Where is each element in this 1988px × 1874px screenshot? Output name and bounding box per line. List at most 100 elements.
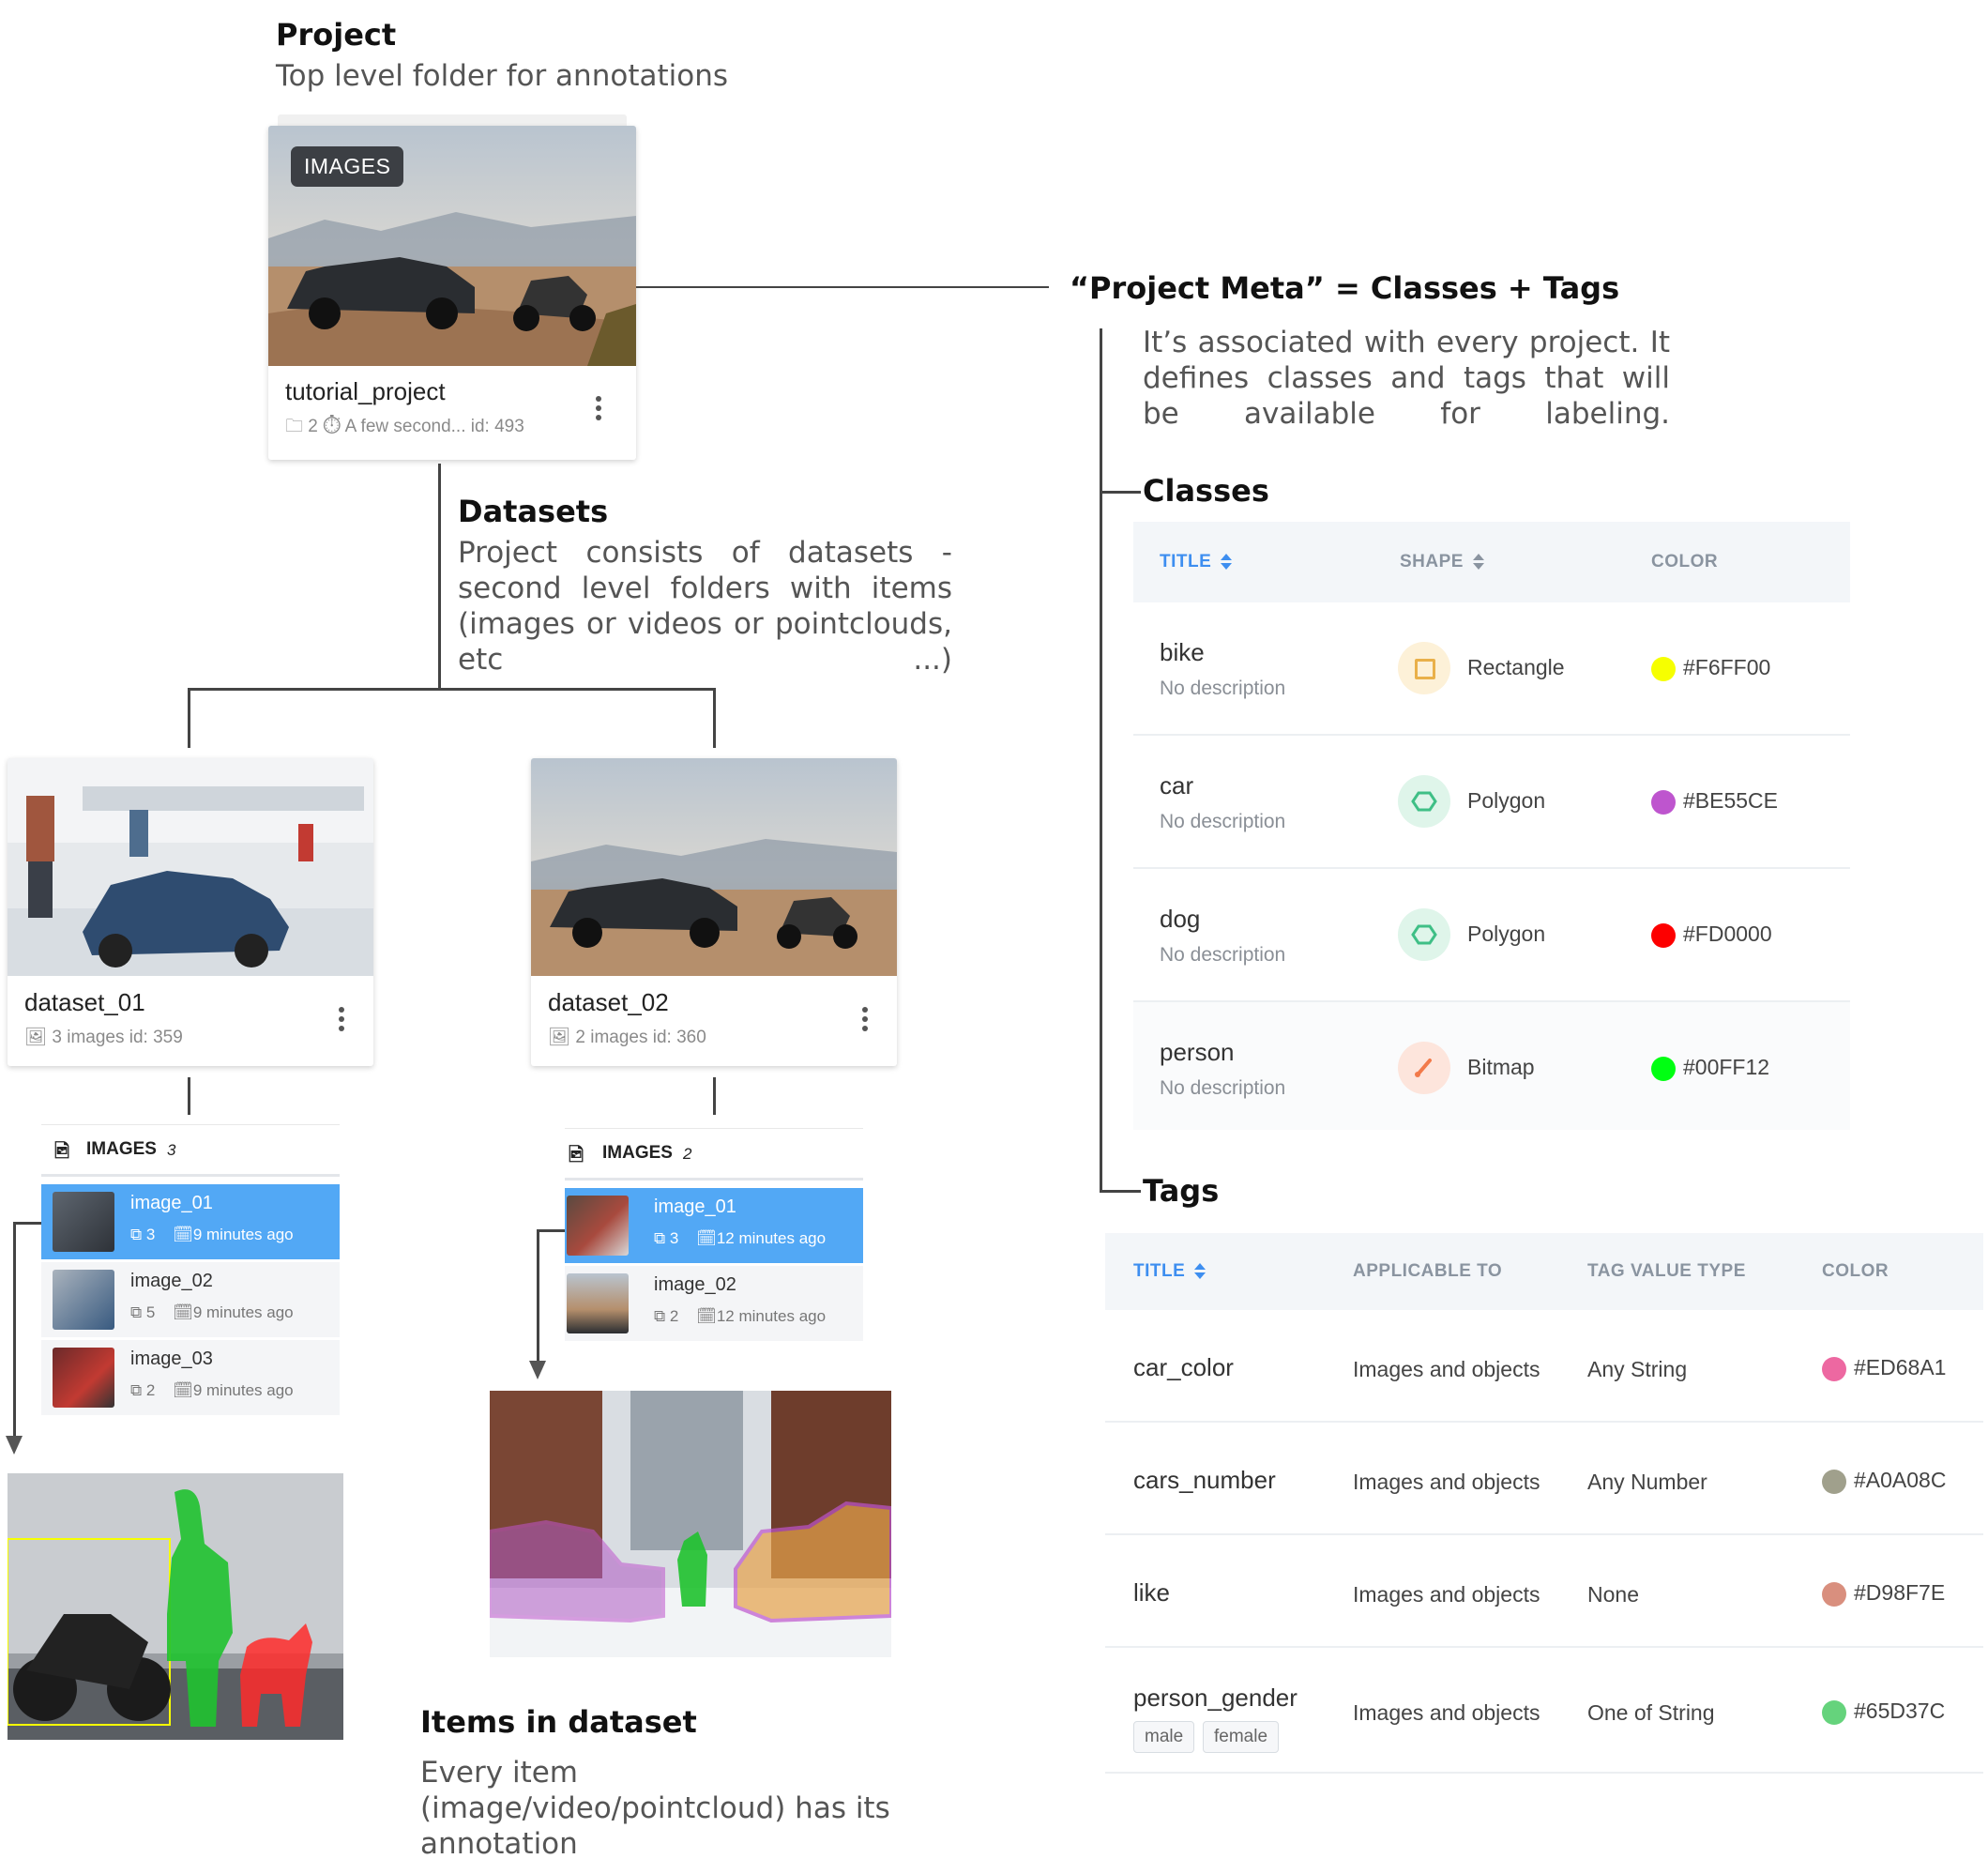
- images-list: 🖻 IMAGES 3 image_01 ⧉ 3 🗓9 minutes ago i…: [41, 1124, 340, 1417]
- column-header-applicable: APPLICABLE TO: [1353, 1261, 1503, 1281]
- datasets-heading: Datasets: [458, 494, 609, 529]
- connector-line: [537, 1229, 539, 1361]
- column-header-shape[interactable]: SHAPE: [1400, 552, 1484, 572]
- table-row[interactable]: cars_number Images and objects Any Numbe…: [1105, 1423, 1983, 1535]
- images-list-header: 🖻 IMAGES 2: [565, 1128, 863, 1181]
- table-row[interactable]: person_gender male female Images and obj…: [1105, 1648, 1983, 1774]
- dataset-thumbnail: [531, 758, 897, 976]
- color-hex: #BE55CE: [1683, 788, 1779, 813]
- table-row[interactable]: dog No description Polygon #FD0000: [1133, 869, 1850, 1002]
- column-header-title[interactable]: TITLE: [1133, 1261, 1206, 1282]
- project-name[interactable]: tutorial_project: [285, 377, 446, 405]
- tag-color: #D98F7E: [1822, 1580, 1945, 1607]
- images-folder-icon: 🖻: [54, 1141, 70, 1162]
- datasets-description: Project consists of datasets - second le…: [458, 536, 952, 677]
- class-color: #00FF12: [1651, 1055, 1769, 1081]
- color-hex: #D98F7E: [1854, 1580, 1946, 1605]
- dataset-name[interactable]: dataset_02: [548, 988, 669, 1016]
- list-item[interactable]: image_01 ⧉ 3 🗓12 minutes ago: [565, 1188, 863, 1263]
- table-row[interactable]: car No description Polygon #BE55CE: [1133, 736, 1850, 869]
- table-row[interactable]: car_color Images and objects Any String …: [1105, 1310, 1983, 1423]
- image-time: 9 minutes ago: [192, 1226, 294, 1243]
- class-color: #BE55CE: [1651, 788, 1778, 815]
- dataset-card[interactable]: dataset_02 🖼 2 images id: 360: [531, 758, 897, 1066]
- connector-line: [1100, 1190, 1141, 1193]
- table-row[interactable]: like Images and objects None #D98F7E: [1105, 1535, 1983, 1648]
- list-item[interactable]: image_03 ⧉ 2 🗓9 minutes ago: [41, 1340, 340, 1415]
- tag-value-type: Any Number: [1587, 1470, 1707, 1494]
- connector-line: [713, 688, 716, 748]
- class-description: No description: [1160, 811, 1286, 832]
- tag-color: #A0A08C: [1822, 1468, 1946, 1494]
- project-meta: 🗀 2 ⏱ A few second... id: 493: [285, 417, 524, 436]
- color-swatch: [1651, 922, 1676, 948]
- dataset-name[interactable]: dataset_01: [24, 988, 145, 1016]
- class-description: No description: [1160, 944, 1286, 966]
- project-description: Top level folder for annotations: [276, 59, 728, 93]
- sort-icon[interactable]: [1472, 554, 1484, 571]
- sort-icon[interactable]: [1194, 1263, 1206, 1280]
- color-hex: #00FF12: [1683, 1055, 1770, 1079]
- tag-title: car_color: [1133, 1353, 1234, 1381]
- tag-value-type: None: [1587, 1582, 1639, 1607]
- color-hex: #65D37C: [1854, 1699, 1946, 1723]
- project-meta-description: It’s associated with every project. It d…: [1143, 326, 1670, 431]
- image-name: image_03: [130, 1348, 213, 1369]
- column-header-title[interactable]: TITLE: [1160, 552, 1233, 572]
- tag-applicable: Images and objects: [1353, 1700, 1540, 1725]
- color-swatch: [1651, 656, 1676, 681]
- classes-table-header: TITLE SHAPE COLOR: [1133, 522, 1850, 602]
- image-time: 12 minutes ago: [716, 1307, 827, 1325]
- image-thumbnail: [53, 1192, 114, 1252]
- table-row[interactable]: person No description Bitmap #00FF12: [1133, 1002, 1850, 1130]
- column-label: TITLE: [1160, 552, 1212, 571]
- tag-title: person_gender: [1133, 1684, 1298, 1712]
- color-swatch: [1822, 1699, 1846, 1725]
- project-type-badge: IMAGES: [291, 146, 404, 187]
- list-item[interactable]: image_02 ⧉ 5 🗓9 minutes ago: [41, 1262, 340, 1337]
- tag-title: cars_number: [1133, 1466, 1276, 1494]
- project-meta-heading: “Project Meta” = Classes + Tags: [1070, 270, 1620, 306]
- project-heading: Project: [276, 17, 397, 53]
- image-meta: ⧉ 3 🗓9 minutes ago: [130, 1226, 294, 1243]
- image-time: 9 minutes ago: [192, 1303, 294, 1321]
- tag-value-type: One of String: [1587, 1700, 1715, 1725]
- column-header-value-type: TAG VALUE TYPE: [1587, 1261, 1746, 1281]
- images-list-header: 🖻 IMAGES 3: [41, 1124, 340, 1177]
- color-hex: #ED68A1: [1854, 1355, 1947, 1379]
- color-hex: #A0A08C: [1854, 1468, 1947, 1492]
- image-thumbnail: [53, 1348, 114, 1408]
- class-color: #FD0000: [1651, 922, 1772, 948]
- list-item[interactable]: image_02 ⧉ 2 🗓12 minutes ago: [565, 1266, 863, 1341]
- images-count: 2: [683, 1145, 692, 1163]
- project-card[interactable]: IMAGES tutorial_project 🗀 2 ⏱ A few seco…: [268, 126, 636, 460]
- dataset-thumbnail: [8, 758, 373, 976]
- color-swatch: [1651, 789, 1676, 815]
- image-thumbnail: [53, 1270, 114, 1330]
- project-thumbnail: [268, 126, 636, 366]
- arrow-head-icon: [529, 1361, 546, 1379]
- tag-value-pill: female: [1203, 1721, 1280, 1753]
- tags-table: TITLE APPLICABLE TO TAG VALUE TYPE COLOR…: [1105, 1233, 1983, 1787]
- list-item[interactable]: image_01 ⧉ 3 🗓9 minutes ago: [41, 1184, 340, 1259]
- project-more-icon[interactable]: [595, 396, 602, 424]
- sort-icon[interactable]: [1221, 554, 1233, 571]
- connector-line: [1100, 328, 1102, 1192]
- class-title: bike: [1160, 638, 1205, 666]
- dataset-more-icon[interactable]: [338, 1007, 345, 1035]
- table-row[interactable]: bike No description Rectangle #F6FF00: [1133, 602, 1850, 736]
- image-meta: ⧉ 3 🗓12 minutes ago: [654, 1229, 827, 1247]
- dataset-meta: 🖼 3 images id: 359: [24, 1028, 183, 1047]
- tags-heading: Tags: [1143, 1173, 1220, 1209]
- color-hex: #F6FF00: [1683, 655, 1771, 679]
- class-shape: Bitmap: [1467, 1055, 1535, 1079]
- dataset-more-icon[interactable]: [861, 1007, 869, 1035]
- arrow-head-icon: [6, 1436, 23, 1455]
- dataset-card[interactable]: dataset_01 🖼 3 images id: 359: [8, 758, 373, 1066]
- classes-heading: Classes: [1143, 473, 1269, 509]
- annotated-image: [490, 1391, 891, 1657]
- images-count: 3: [167, 1141, 176, 1159]
- connector-line: [537, 1229, 565, 1232]
- images-folder-icon: 🖻: [569, 1145, 584, 1166]
- image-thumbnail: [567, 1273, 629, 1333]
